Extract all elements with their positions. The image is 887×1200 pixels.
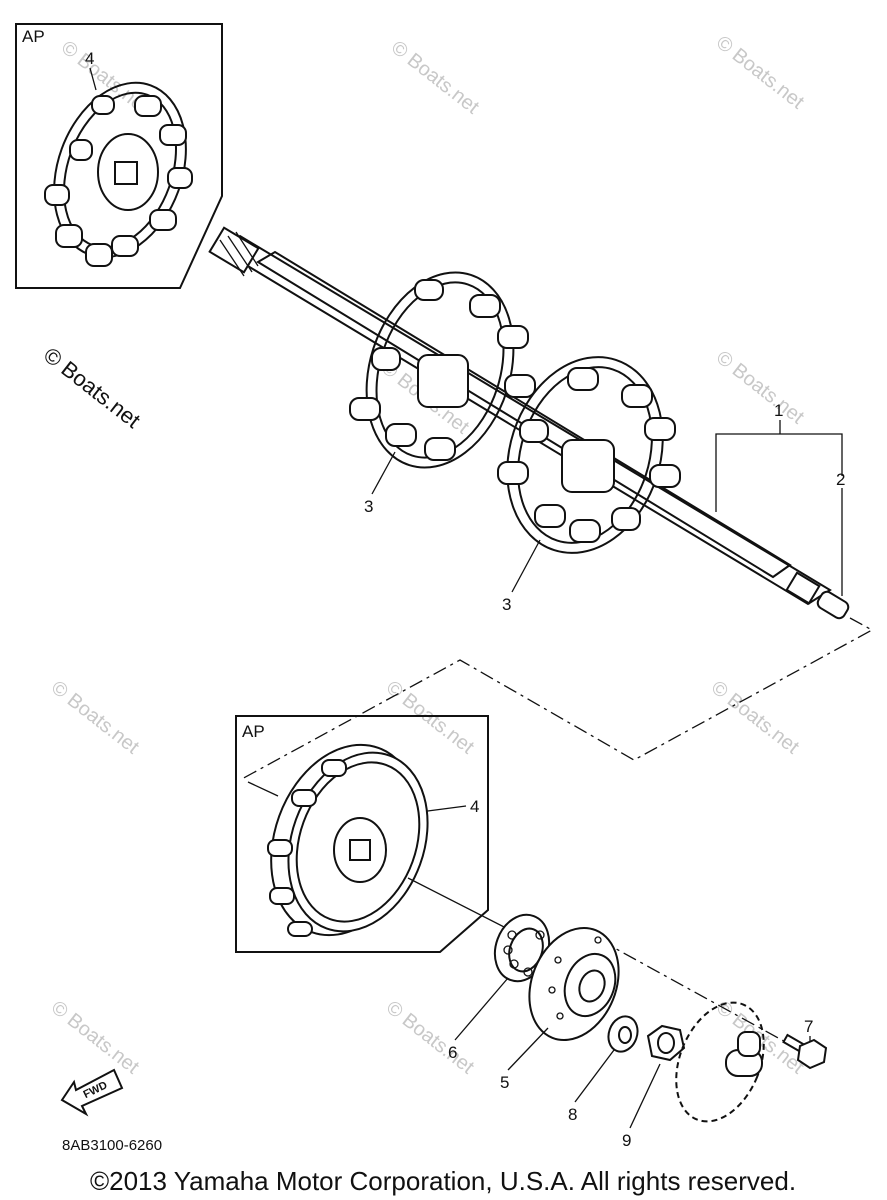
copyright-text: ©2013 Yamaha Motor Corporation, U.S.A. A… bbox=[90, 1166, 796, 1196]
sprocket-left bbox=[349, 271, 536, 469]
watermark: © Boats.net bbox=[387, 37, 483, 119]
callout-bracket bbox=[715, 420, 843, 596]
shaft-end-cap bbox=[816, 590, 850, 620]
inset-bottom: AP 4 bbox=[235, 715, 489, 953]
inset-top: AP 4 bbox=[15, 23, 223, 289]
callout-4-bottom: 4 bbox=[470, 797, 479, 816]
washer bbox=[607, 1015, 639, 1053]
callout-3-left: 3 bbox=[364, 497, 373, 516]
watermark: © Boats.net bbox=[712, 347, 808, 429]
end-cover bbox=[675, 1001, 765, 1123]
watermark: © Boats.net bbox=[47, 997, 143, 1079]
watermarks: © Boats.net © Boats.net © Boats.net © Bo… bbox=[47, 32, 808, 1079]
inset-bottom-frame bbox=[235, 715, 489, 953]
fwd-arrow-icon: FWD bbox=[60, 1068, 124, 1117]
callout-4-top: 4 bbox=[85, 49, 94, 68]
watermark: © Boats.net bbox=[707, 677, 803, 759]
callout-1: 1 bbox=[774, 401, 783, 420]
bolt bbox=[782, 1033, 828, 1070]
callout-3-right: 3 bbox=[502, 595, 511, 614]
callout-5: 5 bbox=[500, 1073, 509, 1092]
inset-top-frame bbox=[15, 23, 223, 289]
drive-shaft-assembly bbox=[208, 226, 850, 620]
bearing-housing-plate bbox=[528, 926, 620, 1042]
sprocket-right bbox=[497, 356, 681, 554]
callout-8: 8 bbox=[568, 1105, 577, 1124]
callout-9: 9 bbox=[622, 1131, 631, 1150]
watermark: © Boats.net bbox=[382, 997, 478, 1079]
bearing bbox=[493, 913, 551, 983]
watermark: © Boats.net bbox=[382, 677, 478, 759]
drive-shaft bbox=[215, 234, 832, 606]
callout-2: 2 bbox=[836, 470, 845, 489]
inset-bottom-label: AP bbox=[242, 722, 265, 741]
watermark: © Boats.net bbox=[47, 677, 143, 759]
callout-6: 6 bbox=[448, 1043, 457, 1062]
watermark-main: © Boats.net bbox=[39, 342, 145, 433]
nut bbox=[646, 1024, 686, 1062]
watermark: © Boats.net bbox=[712, 32, 808, 114]
callout-7: 7 bbox=[804, 1017, 813, 1036]
drawing-code: 8AB3100-6260 bbox=[62, 1137, 162, 1154]
inset-top-label: AP bbox=[22, 27, 45, 46]
